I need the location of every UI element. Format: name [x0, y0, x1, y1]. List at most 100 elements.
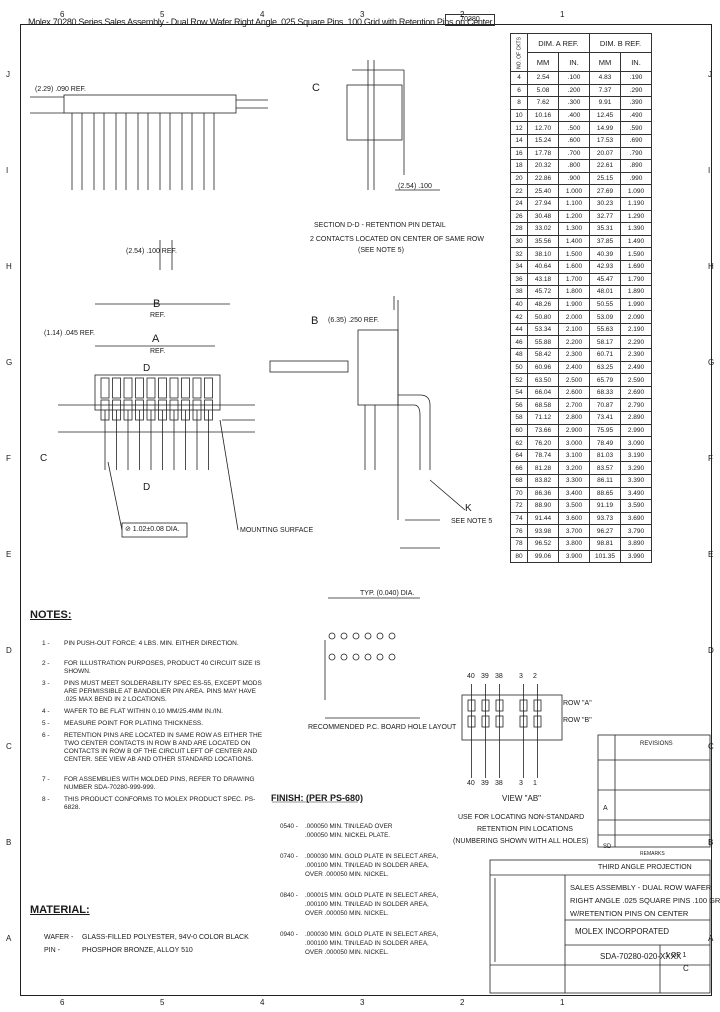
note-text: WAFER TO BE FLAT WITHIN 0.10 MM/25.4MM I… [64, 708, 223, 715]
note-text: MEASURE POINT FOR PLATING THICKNESS. [64, 720, 204, 727]
see-note5: SEE NOTE 5 [451, 518, 493, 525]
drawing-title: Molex 70280 Series Sales Assembly - Dual… [28, 17, 493, 27]
zone-col-5: 5 [160, 10, 165, 19]
pcb-hole [352, 653, 360, 661]
zone-row-D: D [6, 646, 12, 655]
top-part-number: 70280 [445, 14, 495, 26]
zone-col-6: 6 [60, 10, 65, 19]
zone-col-2: 2 [460, 10, 465, 19]
view-ab-title: VIEW "AB" [502, 794, 542, 803]
front-pin [158, 377, 167, 399]
note-number: 4 - [42, 708, 50, 715]
material-value: GLASS-FILLED POLYESTER, 94V-0 COLOR BLAC… [82, 934, 249, 941]
view-ab-sub1: USE FOR LOCATING NON-STANDARD [458, 814, 585, 821]
zone-row-A: A [708, 934, 714, 943]
dim-229-090: (2.29) .090 REF. [35, 86, 86, 93]
finish-line: .000100 MIN. TIN/LEAD IN SOLDER AREA, [305, 901, 429, 908]
view-ab-num: 2 [533, 673, 537, 680]
finish-line: .000030 MIN. GOLD PLATE IN SELECT AREA, [305, 853, 439, 860]
front-pin [181, 377, 190, 399]
pcb-hole [352, 632, 360, 640]
zone-row-F: F [6, 454, 11, 463]
zone-row-J: J [6, 70, 10, 79]
view-ab-outline [461, 694, 563, 741]
dim-114-045: (1.14) .045 REF. [44, 330, 95, 337]
pcb-hole [364, 632, 372, 640]
tb-third-angle: THIRD ANGLE PROJECTION [598, 864, 692, 871]
c-label-front: C [40, 453, 48, 464]
note-number: 5 - [42, 720, 50, 727]
pcb-layout-label: RECOMMENDED P.C. BOARD HOLE LAYOUT [308, 724, 457, 731]
sub-in-b: IN. [620, 52, 652, 72]
finish-line: .000050 MIN. TIN/LEAD OVER [305, 823, 393, 830]
b-label-side: B [311, 315, 319, 327]
finish-code: 0840 - [280, 892, 298, 899]
zone-row-H: H [6, 262, 12, 271]
zone-col-3: 3 [360, 998, 365, 1007]
mounting-surface: MOUNTING SURFACE [240, 527, 314, 534]
pcb-hole [340, 632, 348, 640]
notes-heading: NOTES: [30, 609, 72, 621]
view-ab-num: 3 [519, 673, 523, 680]
section-body [346, 84, 403, 141]
wafer-side-body [63, 94, 237, 114]
pcb-hole [376, 653, 384, 661]
zone-row-E: E [6, 550, 12, 559]
zone-col-5: 5 [160, 998, 165, 1007]
row-a-label: ROW "A" [563, 700, 592, 707]
wafer-side-view [357, 329, 399, 406]
title-block-frame [489, 859, 711, 994]
view-ab-sub3: (NUMBERING SHOWN WITH ALL HOLES) [453, 838, 589, 845]
zone-col-1: 1 [560, 998, 565, 1007]
a-label: A [152, 333, 160, 345]
tb-desc1: SALES ASSEMBLY - DUAL ROW WAFER [570, 883, 712, 892]
tb-rev: A [603, 805, 608, 812]
material-key: PIN - [44, 947, 60, 954]
front-pin [146, 377, 156, 399]
finish-line: .000050 MIN. NICKEL PLATE. [305, 832, 391, 839]
b-ref: REF. [150, 312, 166, 319]
tb-remarks: REMARKS [640, 851, 665, 857]
finish-line: .000030 MIN. GOLD PLATE IN SELECT AREA, [305, 931, 439, 938]
d-label-top: D [143, 363, 151, 374]
note-text: PIN PUSH-OUT FORCE: 4 LBS. MIN. EITHER D… [64, 640, 239, 647]
note-text: THIS PRODUCT CONFORMS TO MOLEX PRODUCT S… [64, 796, 256, 811]
dim-cell: 1.690 [620, 259, 652, 274]
zone-row-F: F [708, 454, 713, 463]
zone-row-I: I [6, 166, 9, 175]
dim-cell: 3.990 [620, 549, 652, 564]
zone-col-3: 3 [360, 10, 365, 19]
zone-row-C: C [708, 742, 714, 751]
note-number: 2 - [42, 660, 50, 667]
tb-doc-no: SDA-70280-020-XXXX [600, 952, 682, 961]
view-ab-num: 40 [467, 673, 475, 680]
note-number: 7 - [42, 776, 50, 783]
sub-mm-b: MM [589, 52, 621, 72]
dim-cell: 3.190 [620, 448, 652, 463]
tb-desc2: RIGHT ANGLE .025 SQUARE PINS .100 GRID [570, 896, 720, 905]
view-ab-num: 38 [495, 673, 503, 680]
dim-cell: 80 [510, 549, 528, 564]
note-number: 6 - [42, 732, 50, 739]
pcb-hole [328, 653, 336, 661]
zone-row-G: G [6, 358, 13, 367]
k-label: K [465, 503, 472, 514]
drawing-frame [20, 24, 712, 996]
note-text: FOR ILLUSTRATION PURPOSES, PRODUCT 40 CI… [64, 660, 261, 675]
